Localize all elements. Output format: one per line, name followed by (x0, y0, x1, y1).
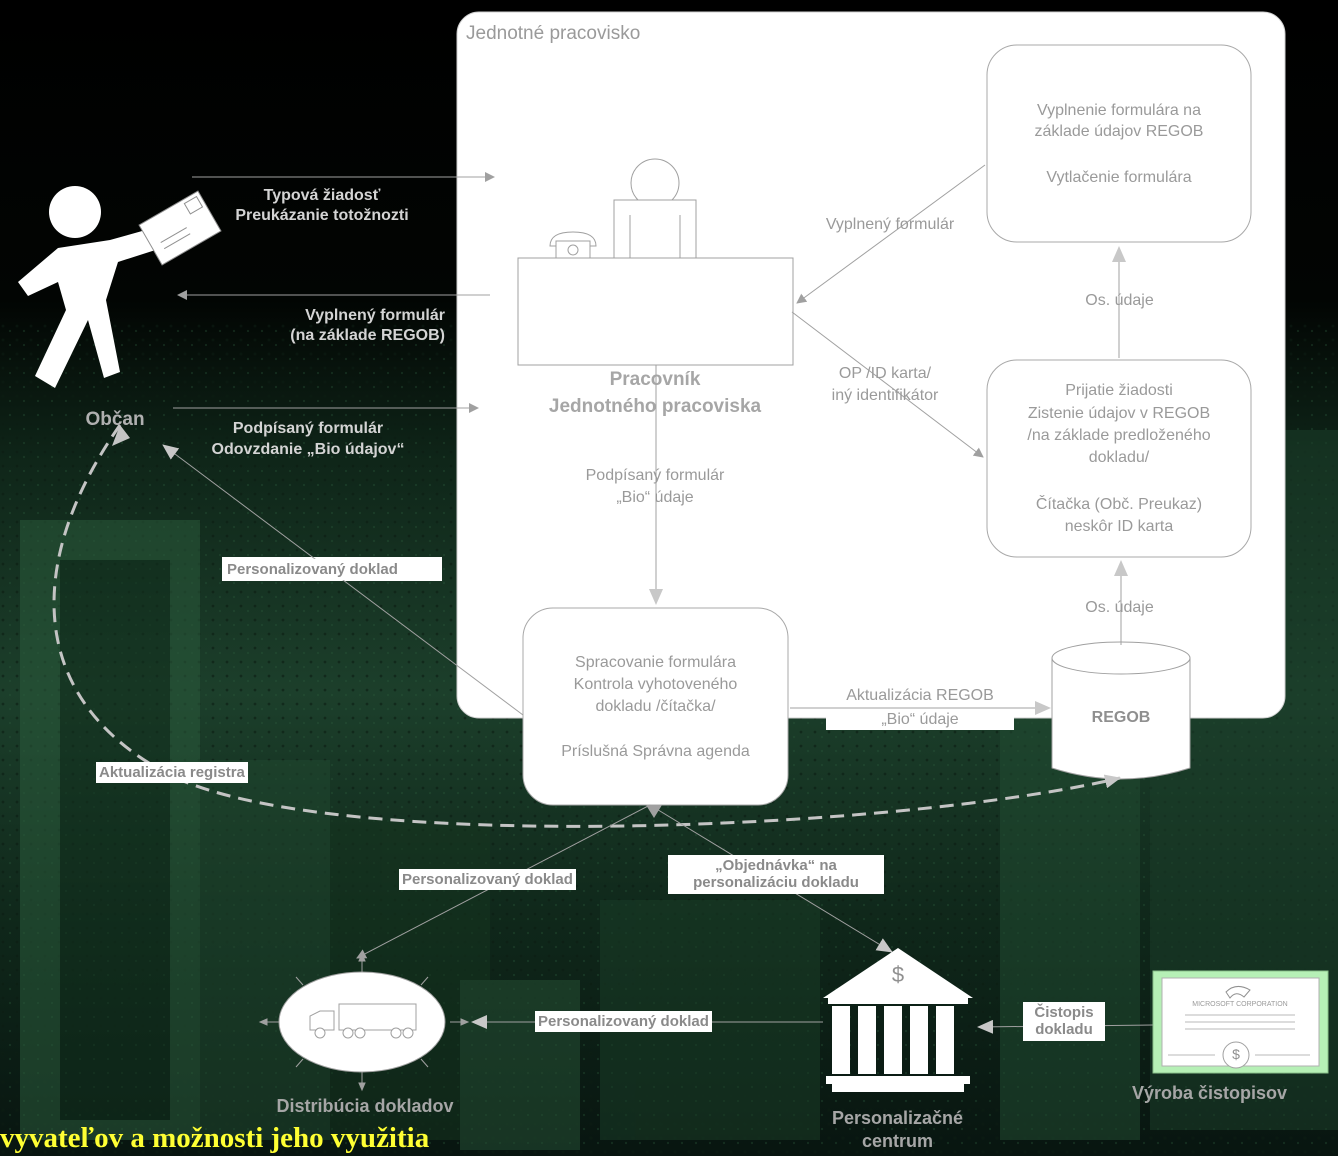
cert-text: MICROSOFT CORPORATION (1192, 1001, 1288, 1008)
accept-box-line-3: /na základe predloženého (1027, 427, 1211, 444)
form-fill-box (986, 44, 1252, 243)
signed-form-label-2: Odovzdanie „Bio údajov“ (211, 441, 405, 458)
workspace-title: Jednotné pracovisko (466, 23, 641, 44)
regob-database (1051, 641, 1191, 780)
center-label-2: centrum (861, 1131, 933, 1151)
order-tag-line-1: „Objednávka“ na (715, 857, 837, 874)
accept-box-line-4: dokladu/ (1088, 449, 1150, 466)
process-box-line-1: Spracovanie formulára (575, 654, 736, 671)
accept-box-line-6: neskôr ID karta (1064, 518, 1174, 535)
form-filled-label: Vyplnený formulár (825, 216, 955, 233)
distribution-label: Distribúcia dokladov (276, 1096, 454, 1116)
signed-form-label-1: Podpísaný formulár (232, 420, 384, 437)
op-id-label-2: iný identifikátor (831, 387, 939, 404)
clerk-label-2: Jednotného pracoviska (548, 396, 762, 417)
envelope-icon (138, 190, 222, 266)
registry-update-tag: Aktualizácia registra (96, 762, 248, 784)
fill-box-line-2: základe údajov REGOB (1034, 123, 1204, 140)
personalized-doc-tag-3: Personalizovaný doklad (535, 1011, 712, 1033)
bank-icon (823, 948, 973, 1092)
process-box-line-2: Kontrola vyhotoveného (573, 676, 738, 693)
order-tag-line-2: personalizáciu dokladu (693, 874, 859, 892)
order-tag: „Objednávka“ na personalizáciu dokladu (668, 855, 884, 894)
signed-bio-label-2: „Bio“ údaje (616, 489, 694, 506)
clerk-label-1: Pracovník (609, 369, 701, 390)
citizen-label: Občan (85, 409, 145, 430)
slide-caption: vyvateľov a možnosti jeho využitia (0, 1122, 430, 1154)
distribution-hub (258, 952, 470, 1092)
op-id-label-1: OP /ID karta/ (838, 365, 932, 382)
request-accept-box (986, 359, 1252, 558)
arrow-clerk-to-accept (791, 311, 984, 458)
request-label-2: Preukázanie totožnozti (235, 207, 409, 224)
registry-update-curve (52, 424, 1121, 828)
fill-box-line-1: Vyplnenie formulára na (1037, 102, 1201, 119)
citizen-figure (18, 186, 168, 388)
personalized-doc-tag-1: Personalizovaný doklad (224, 559, 401, 581)
update-label-2: „Bio“ údaje (826, 710, 1014, 730)
accept-box-line-5: Čítačka (Obč. Preukaz) (1035, 496, 1203, 513)
accept-box-line-1: Prijatie žiadosti (1065, 382, 1173, 399)
regob-label: REGOB (1091, 709, 1151, 726)
phone-icon (549, 231, 597, 259)
process-box-line-4: Príslušná Správna agenda (561, 743, 750, 760)
filled-form-label-1: Vyplnený formulár (305, 307, 445, 324)
blank-doc-tag-line-1: Čistopis (1034, 1004, 1094, 1021)
blank-doc-tag: Čistopis dokladu (1023, 1002, 1105, 1041)
blank-production-label: Výroba čistopisov (1132, 1083, 1288, 1103)
accept-box-line-2: Zistenie údajov v REGOB (1027, 405, 1211, 422)
os-udaje-label-bottom: Os. údaje (1085, 599, 1154, 616)
bank-symbol: $ (891, 962, 905, 987)
fill-box-line-3: Vytlačenie formulára (1046, 169, 1192, 186)
process-box-line-3: dokladu /čítačka/ (595, 698, 716, 715)
cert-symbol: $ (1232, 1046, 1240, 1062)
personalized-doc-tag-2: Personalizovaný doklad (399, 869, 576, 891)
center-label-1: Personalizačné (831, 1108, 964, 1128)
arrow-form-to-clerk (796, 164, 986, 304)
clerk-figure (517, 158, 794, 366)
os-udaje-label-top: Os. údaje (1085, 292, 1154, 309)
certificate-icon (1152, 970, 1329, 1074)
update-label-1: Aktualizácia REGOB (820, 686, 1020, 706)
filled-form-label-2: (na základe REGOB) (290, 327, 445, 344)
request-label-1: Typová žiadosť (263, 187, 381, 204)
signed-bio-label-1: Podpísaný formulár (585, 467, 725, 484)
blank-doc-tag-line-2: dokladu (1035, 1021, 1093, 1039)
